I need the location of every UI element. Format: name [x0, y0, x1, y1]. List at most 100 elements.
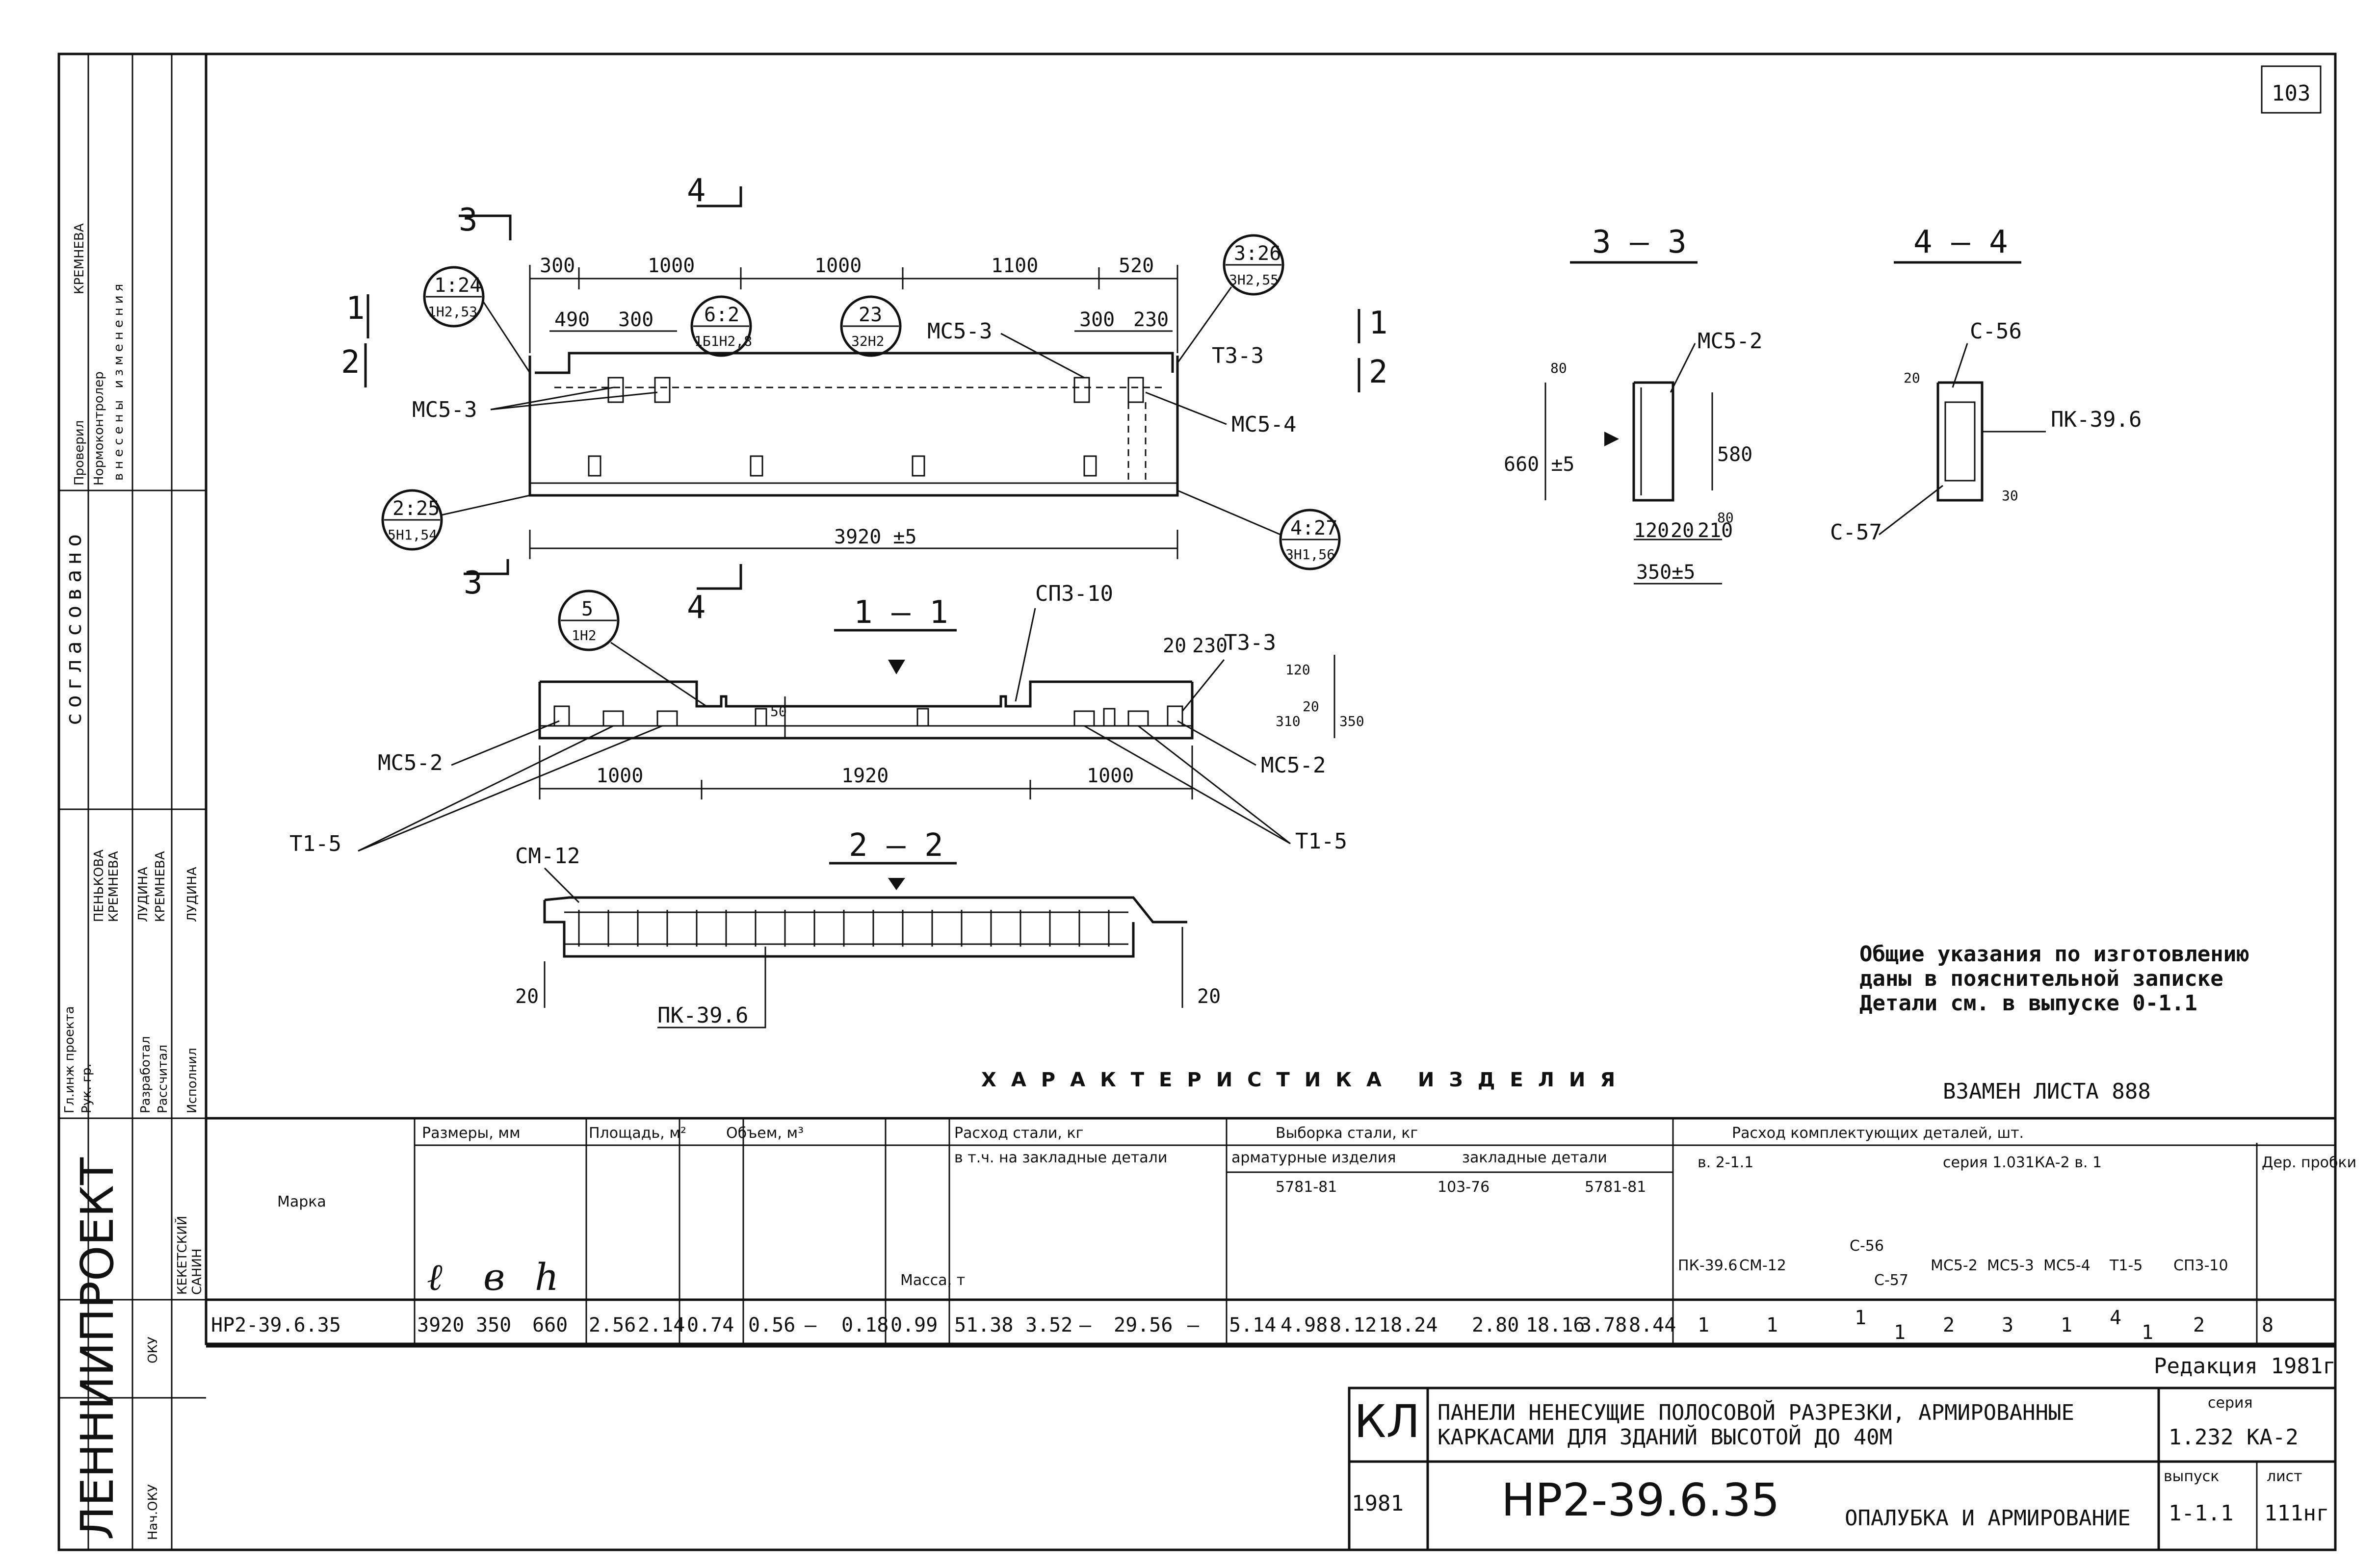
td-c7: 1	[2061, 1314, 2072, 1337]
sidebar-role-1: Рук. гр.	[79, 1063, 94, 1113]
tb-vyp-label: выпуск	[2164, 1468, 2219, 1485]
label-sp310: СП3-10	[1035, 581, 1113, 606]
label-mc52-33: МС5-2	[1698, 329, 1762, 354]
th-mass: Масса, т	[900, 1272, 965, 1289]
th-t15: Т1-5	[2109, 1257, 2143, 1274]
callout-3-top: 23	[859, 304, 882, 326]
label-c56: С-56	[1970, 319, 2022, 344]
sidebar-name-2: ЛУДИНА	[136, 867, 151, 922]
td-c9: 1	[2142, 1321, 2153, 1344]
section-4-4-title: 4 — 4	[1913, 224, 2008, 260]
td-mark: НР2-39.6.35	[211, 1314, 341, 1337]
dim-50: 50	[770, 703, 787, 720]
dim-20-44: 20	[1904, 370, 1920, 386]
th-steel: Расход стали, кг	[954, 1125, 1083, 1142]
dim-350: 350	[1339, 713, 1364, 729]
callout-2-top: 6:2	[704, 304, 739, 326]
td-mass: 0.99	[890, 1314, 938, 1337]
td-c10: 2	[2193, 1314, 2205, 1337]
callout-2-bot: 1Б1Н2,8	[694, 333, 752, 349]
td-vol4: 0.18	[841, 1314, 888, 1337]
td-h: 660	[532, 1314, 568, 1337]
dim-490: 490	[554, 308, 590, 331]
label-mc53-left: МС5-3	[412, 397, 477, 422]
callout-5-top: 5	[581, 598, 593, 620]
tb-list-label: лист	[2267, 1468, 2302, 1485]
td-a4: 18.24	[1379, 1314, 1437, 1337]
th-area: Площадь, м²	[589, 1125, 686, 1142]
redaction: Редакция 1981г	[2154, 1354, 2336, 1379]
table-title: ХАРАКТЕРИСТИКА ИЗДЕЛИЯ	[981, 1069, 1630, 1091]
sidebar-name2-0: КРЕМНЕВА	[72, 223, 87, 294]
td-s2: —	[1079, 1314, 1092, 1337]
frame-ties	[578, 910, 1110, 947]
cut-3-bot: 3	[464, 565, 483, 601]
tb-year: 1981	[1352, 1491, 1404, 1516]
sidebar-role-0: Гл.инж проекта	[62, 1006, 77, 1113]
sidebar-role-3: Рассчитал	[156, 1045, 170, 1113]
td-s1: 3.52	[1025, 1314, 1072, 1337]
label-c57: С-57	[1830, 520, 1882, 545]
cut-4-top: 4	[687, 173, 706, 209]
label-cm12: СМ-12	[515, 844, 580, 869]
th-l: ℓ	[427, 1255, 443, 1299]
label-pk-22: ПК-39.6	[657, 1003, 748, 1028]
th-v211: в. 2-1.1	[1698, 1154, 1753, 1171]
th-pk: ПК-39.6	[1678, 1257, 1737, 1274]
callout-5-bot: 5Н1,54	[388, 527, 437, 543]
td-vol1: 0.74	[687, 1314, 734, 1337]
sheet-frame	[57, 52, 2337, 1551]
th-gost2: 103-76	[1437, 1179, 1490, 1196]
sidebar-sanin: САНИН	[190, 1249, 205, 1295]
dim-80-top: 80	[1550, 360, 1567, 376]
sidebar-role-4: Исполнил	[185, 1048, 200, 1113]
table-replaces: ВЗАМЕН ЛИСТА 888	[1943, 1079, 2151, 1104]
section-2-2-title: 2 — 2	[849, 827, 943, 864]
label-mc54: МС5-4	[1231, 412, 1296, 437]
sidebar-name-1: КРЕМНЕВА	[106, 851, 121, 922]
dim-20r: 20	[1303, 698, 1319, 715]
sidebar-agreed: согласовано	[61, 529, 86, 726]
sidebar-name-3: КРЕМНЕВА	[153, 851, 168, 922]
section-4-4: 4 — 4 С-56 ПК-39.6 С-57 20 30	[1830, 224, 2142, 545]
tb-list: 111нг	[2264, 1501, 2329, 1526]
th-sizes: Размеры, мм	[422, 1125, 521, 1142]
sidebar-name-4: ЛУДИНА	[185, 867, 200, 922]
dim-1100: 1100	[991, 255, 1038, 277]
dim-20l: 20	[515, 985, 539, 1008]
td-l: 3920	[417, 1314, 464, 1337]
td-c4: 1	[1894, 1321, 1906, 1344]
th-mc53: МС5-3	[1987, 1257, 2034, 1274]
th-volume: Объем, м³	[726, 1125, 804, 1142]
section-2-2: 2 — 2 СМ-12 ПК-39.6 20 20	[515, 827, 1221, 1028]
dim-210: 210	[1698, 519, 1733, 542]
label-t33-plan: Т3-3	[1212, 343, 1264, 368]
td-vol2: 0.56	[748, 1314, 795, 1337]
label-mc52-left: МС5-2	[378, 750, 443, 775]
tb-desc2: КАРКАСАМИ ДЛЯ ЗДАНИЙ ВЫСОТОЙ ДО 40М	[1437, 1424, 1892, 1450]
th-c57: С-57	[1874, 1272, 1908, 1289]
callout-5-top: 2:25	[392, 497, 440, 520]
th-incl: в т.ч. на закладные детали	[954, 1149, 1167, 1166]
note-line-2: даны в пояснительной записке	[1859, 966, 2223, 991]
sidebar-changes: внесены изменения	[111, 280, 126, 481]
dim-1000-r: 1000	[1087, 765, 1134, 787]
dim-350-33: 350±5	[1636, 561, 1695, 584]
cut-2-right: 2	[1369, 354, 1388, 390]
tb-kp: КЛ	[1354, 1395, 1420, 1448]
dim-30-44: 30	[2002, 488, 2018, 504]
label-t33-s: Т3-3	[1224, 630, 1276, 655]
cut-4-bot: 4	[687, 590, 706, 626]
label-mc52-right: МС5-2	[1261, 753, 1326, 778]
dim-300: 300	[540, 255, 575, 277]
th-components: Расход комплектующих деталей, шт.	[1732, 1125, 2024, 1142]
dim-1000b: 1000	[814, 255, 862, 277]
general-notes: Общие указания по изготовлению даны в по…	[1859, 942, 2249, 1016]
td-s4: —	[1187, 1314, 1200, 1337]
callout-5-bot: 1Н2	[572, 627, 597, 643]
sidebar-role2-0: Проверил	[72, 420, 87, 486]
dim-310: 310	[1276, 713, 1301, 729]
dim-230-s: 230	[1192, 635, 1228, 657]
dim-overall: 3920 ±5	[834, 526, 917, 548]
